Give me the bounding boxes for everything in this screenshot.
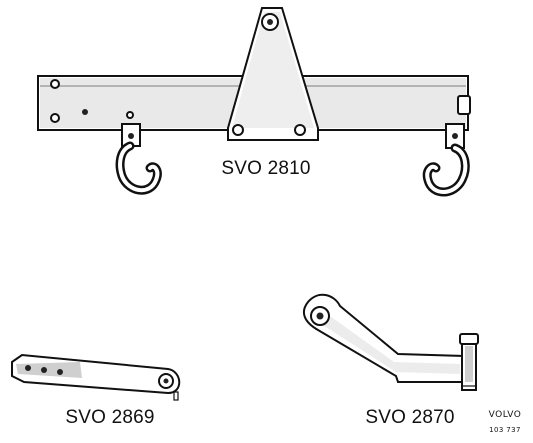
- part-label-svo-2870: SVO 2870: [365, 407, 454, 428]
- part-label-svo-2869: SVO 2869: [65, 407, 154, 428]
- right-hook: [422, 123, 470, 197]
- left-hook: [115, 123, 162, 195]
- stamp-number: 103 737: [489, 426, 521, 434]
- volvo-stamp: VOLVO 103 737: [489, 410, 522, 434]
- angled-bracket-svo-2870: SVO 2870: [302, 293, 479, 428]
- part-label-svo-2810: SVO 2810: [221, 158, 310, 179]
- stamp-brand: VOLVO: [489, 410, 522, 420]
- link-bar-svo-2869: SVO 2869: [11, 353, 181, 428]
- centre-lifting-plate: [227, 7, 319, 141]
- lifting-beam-svo-2810: SVO 2810: [37, 7, 471, 197]
